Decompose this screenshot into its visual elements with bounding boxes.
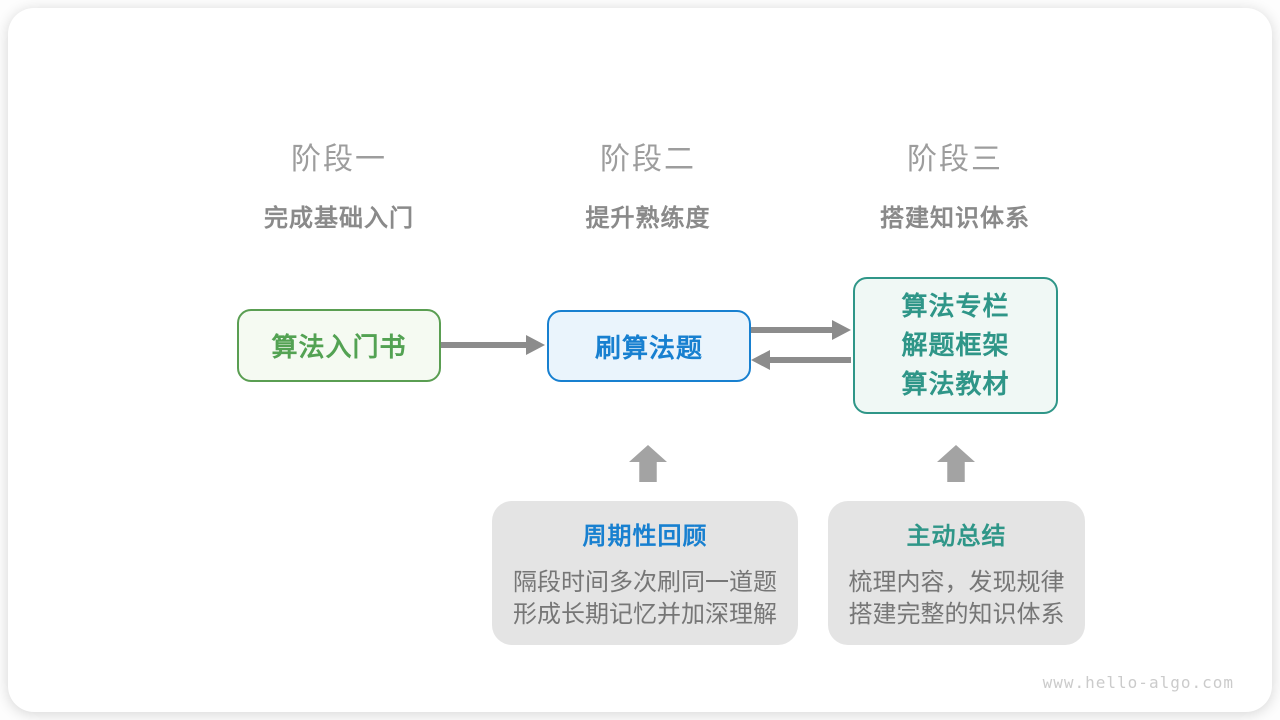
stage-1-subtitle: 完成基础入门 (264, 205, 414, 232)
callout-body-line: 梳理内容，发现规律 (848, 568, 1065, 596)
stage-2-header: 阶段二 提升熟练度 (518, 134, 778, 233)
node-resources-line-2: 解题框架 (901, 330, 1010, 360)
up-arrow-icon (937, 445, 975, 482)
callout-active-summary-body: 梳理内容，发现规律 搭建完整的知识体系 (849, 567, 1065, 631)
node-resources-line-3: 算法教材 (901, 369, 1010, 399)
node-practice-problems-label: 刷算法题 (594, 332, 703, 363)
callout-body-line: 搭建完整的知识体系 (848, 600, 1065, 628)
right-arrow-icon (441, 335, 545, 355)
node-intro-book-label: 算法入门书 (271, 332, 407, 362)
callout-body-line: 隔段时间多次刷同一道题 (513, 568, 777, 596)
node-practice-problems: 刷算法题 (547, 310, 751, 382)
watermark-url: www.hello-algo.com (1042, 673, 1234, 692)
node-intro-book: 算法入门书 (237, 309, 441, 382)
stage-3-header: 阶段三 搭建知识体系 (825, 134, 1085, 233)
stage-3-subtitle: 搭建知识体系 (880, 205, 1030, 232)
left-arrow-icon (751, 350, 851, 370)
callout-body-line: 形成长期记忆并加深理解 (513, 600, 777, 628)
diagram-card: 阶段一 完成基础入门 阶段二 提升熟练度 阶段三 搭建知识体系 算法入门书 刷算… (8, 8, 1272, 712)
callout-periodic-review-body: 隔段时间多次刷同一道题 形成长期记忆并加深理解 (513, 567, 777, 631)
node-resources-line-1: 算法专栏 (901, 291, 1010, 321)
callout-periodic-review-title: 周期性回顾 (582, 522, 708, 550)
stage-3-title: 阶段三 (907, 143, 1003, 176)
stage-1-title: 阶段一 (291, 143, 387, 176)
up-arrow-icon (629, 445, 667, 482)
arrow-shaft (766, 357, 851, 363)
arrow-shaft (751, 327, 836, 333)
callout-periodic-review: 周期性回顾 隔段时间多次刷同一道题 形成长期记忆并加深理解 (492, 501, 798, 645)
right-arrow-icon (751, 320, 851, 340)
callout-active-summary: 主动总结 梳理内容，发现规律 搭建完整的知识体系 (828, 501, 1085, 645)
stage-2-subtitle: 提升熟练度 (585, 205, 711, 232)
arrow-head (751, 350, 770, 370)
arrow-head (526, 335, 545, 355)
node-knowledge-resources: 算法专栏 解题框架 算法教材 (853, 277, 1058, 414)
stage-1-header: 阶段一 完成基础入门 (209, 134, 469, 233)
arrow-shaft (441, 342, 530, 348)
stage-2-title: 阶段二 (600, 143, 696, 176)
callout-active-summary-title: 主动总结 (906, 522, 1007, 550)
arrow-head (832, 320, 851, 340)
